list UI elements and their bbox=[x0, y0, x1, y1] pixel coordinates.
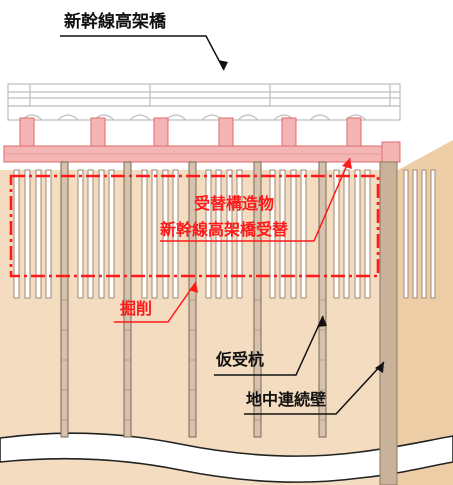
viaduct-columns bbox=[19, 117, 362, 147]
excavation-label: 掘削 bbox=[120, 299, 153, 318]
viaduct-structure bbox=[7, 83, 401, 121]
diaphragm-wall-label: 地中連続壁 bbox=[246, 390, 327, 409]
underpin-structure-label-line1: 受替構造物 bbox=[194, 194, 275, 213]
viaduct-label: 新幹線高架橋 bbox=[64, 12, 166, 32]
temporary-pile-label: 仮受杭 bbox=[216, 350, 265, 369]
underpin-structure-label-line2: 新幹線高架橋受替 bbox=[160, 220, 289, 239]
temporary-piles bbox=[60, 161, 327, 438]
underpin-beam bbox=[3, 141, 401, 163]
temporary-pile-hatching bbox=[61, 299, 326, 421]
section-break-band bbox=[0, 432, 453, 483]
existing-piles bbox=[13, 169, 436, 299]
leader-lines-red bbox=[114, 157, 351, 323]
diaphragm-wall bbox=[379, 161, 398, 485]
ground-slope-right bbox=[398, 140, 453, 485]
arrowheads bbox=[189, 60, 384, 373]
leader-lines-black bbox=[60, 35, 385, 415]
excavation-outline bbox=[9, 174, 380, 278]
